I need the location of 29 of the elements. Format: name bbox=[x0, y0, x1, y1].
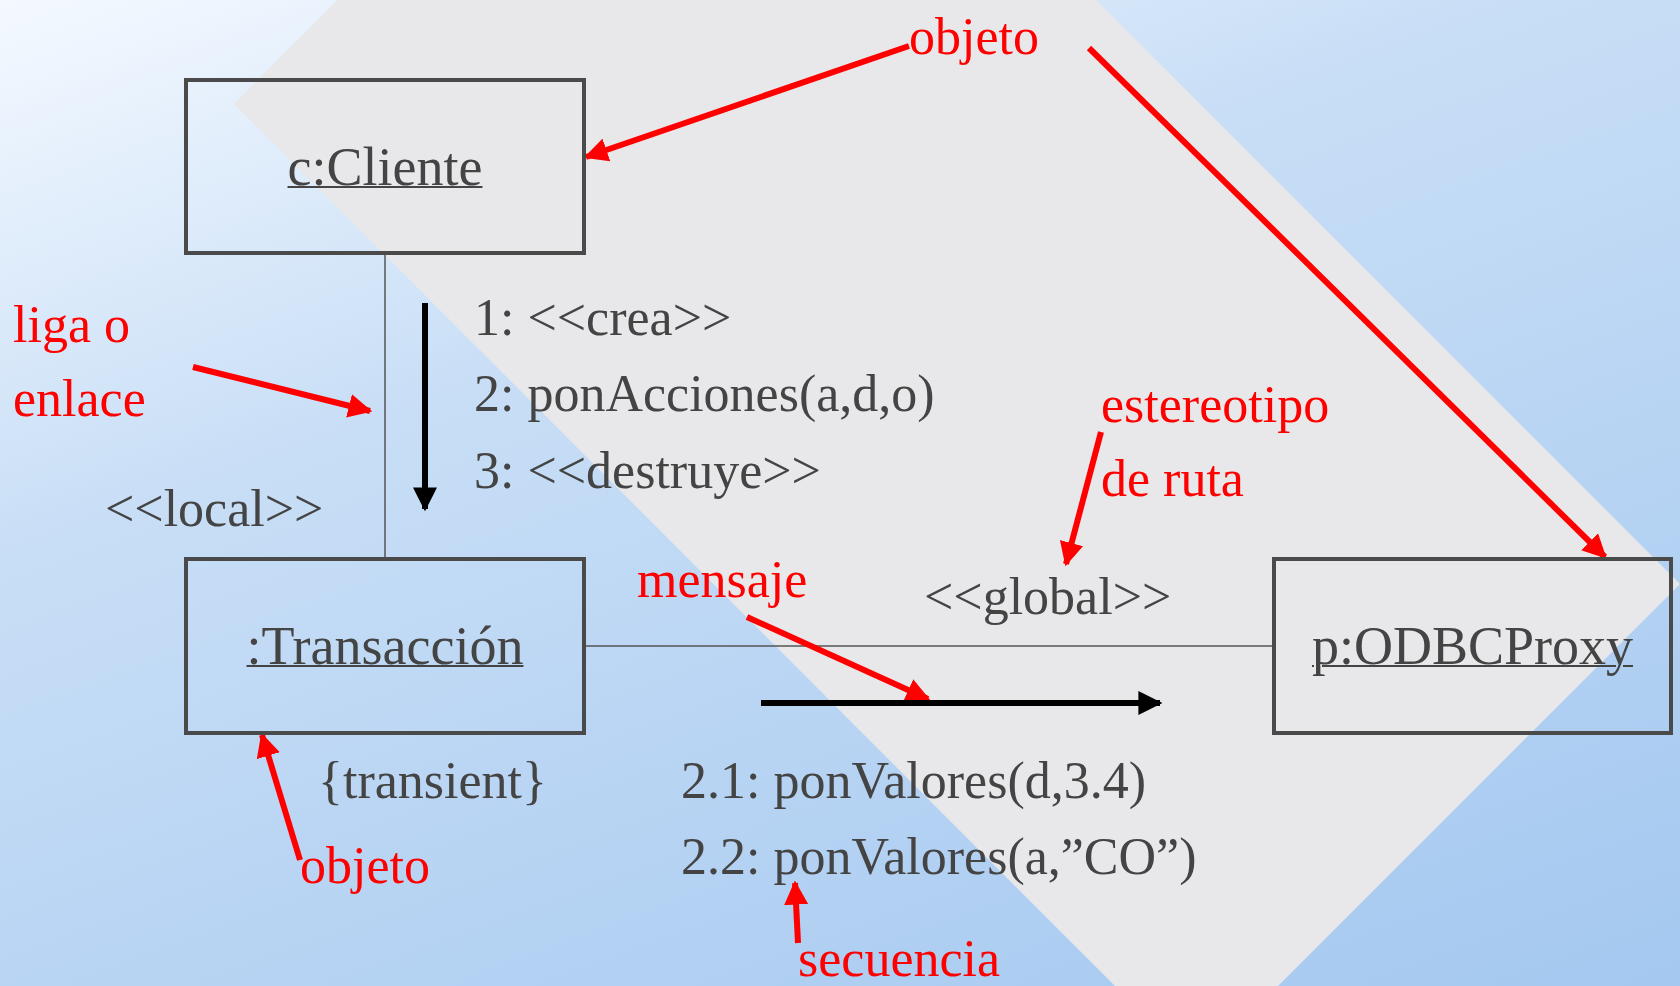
leader-line bbox=[1059, 431, 1104, 567]
message-text: 2.1: ponValores(d,3.4) bbox=[681, 755, 1147, 807]
leader-line bbox=[192, 364, 373, 418]
callout-text: objeto bbox=[909, 0, 1089, 74]
leader-line bbox=[583, 43, 910, 162]
callout-text: estereotipo de ruta bbox=[1101, 368, 1391, 516]
callout-text: mensaje bbox=[637, 543, 857, 617]
edge-label: <<local>> bbox=[105, 483, 324, 535]
message-text: 2: ponAcciones(a,d,o) bbox=[474, 368, 935, 420]
constraint-text: {transient} bbox=[318, 755, 547, 807]
object-name: c:Cliente bbox=[287, 135, 483, 198]
callout-text: objeto bbox=[300, 829, 480, 903]
callout-text: secuencia bbox=[798, 922, 1098, 986]
link-line bbox=[585, 645, 1273, 647]
leader-line bbox=[784, 880, 809, 944]
object-name: p:ODBCProxy bbox=[1311, 615, 1633, 677]
object-box bbox=[184, 557, 586, 735]
leader-line bbox=[1086, 45, 1608, 560]
callout-text: liga o enlace bbox=[13, 288, 193, 436]
object-box bbox=[1272, 557, 1673, 735]
message-text: 3: <<destruye>> bbox=[474, 445, 821, 497]
object-name: :Transacción bbox=[246, 615, 524, 677]
link-line bbox=[384, 254, 386, 558]
message-text: 2.2: ponValores(a,”CO”) bbox=[681, 831, 1197, 883]
leader-line bbox=[745, 614, 931, 702]
leader-line bbox=[256, 732, 303, 861]
edge-label: <<global>> bbox=[924, 571, 1172, 623]
message-text: 1: <<crea>> bbox=[474, 292, 732, 344]
object-box bbox=[184, 78, 586, 255]
